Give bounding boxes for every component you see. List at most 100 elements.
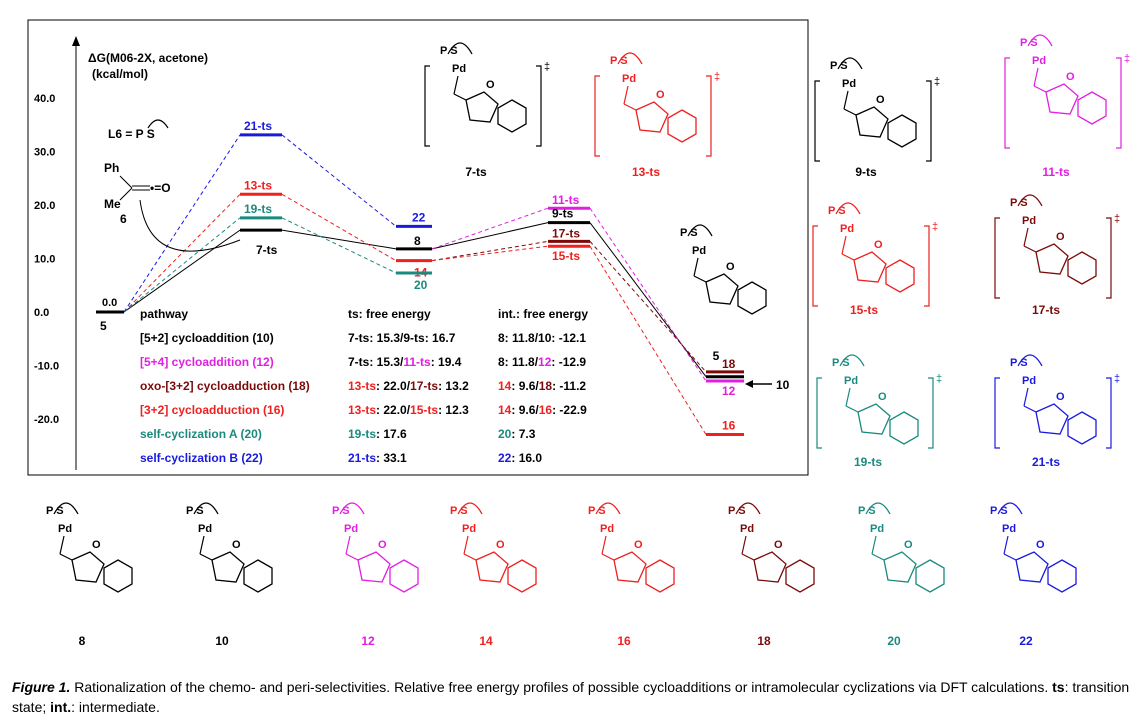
table-pathway-cell: [5+2] cycloaddition (10) (140, 331, 274, 345)
svg-text:13-ts: 13-ts (632, 165, 660, 179)
table-pathway-cell: oxo-[3+2] cycloadduction (18) (140, 379, 310, 393)
table-pathway-cell: [3+2] cycloadduction (16) (140, 403, 284, 417)
pathway-connector (281, 229, 397, 250)
structure-6-label: 6 (120, 212, 127, 226)
table-int-cell: 8: 11.8/12: -12.9 (498, 355, 586, 369)
svg-text:Pd: Pd (844, 375, 858, 387)
svg-text:Pd: Pd (842, 78, 856, 90)
y-tick-label: -10.0 (34, 361, 59, 373)
svg-text:‡: ‡ (1114, 213, 1120, 225)
svg-text:18: 18 (757, 634, 771, 648)
svg-text:‡: ‡ (934, 76, 940, 88)
level-label-9-ts: 9-ts (552, 207, 574, 221)
level-label-20: 20 (414, 278, 428, 292)
svg-text:P S: P S (728, 505, 746, 517)
svg-text:Pd: Pd (1022, 215, 1036, 227)
caption-figure-label: Figure 1. (12, 679, 71, 695)
table-int-cell: 14: 9.6/18: -11.2 (498, 379, 586, 393)
level-label-18: 18 (722, 357, 736, 371)
svg-text:P S: P S (450, 505, 468, 517)
structure-6: Ph Me •=O 6 (104, 161, 241, 252)
table-ts-cell: 7-ts: 15.3/11-ts: 19.4 (348, 355, 462, 369)
table-int-cell: 20: 7.3 (498, 427, 536, 441)
svg-text:9-ts: 9-ts (855, 165, 877, 179)
svg-text:Pd: Pd (452, 63, 466, 75)
svg-text:12: 12 (361, 634, 375, 648)
svg-text:P S: P S (1010, 357, 1028, 369)
svg-text:Pd: Pd (344, 523, 358, 535)
svg-text:O: O (232, 539, 241, 551)
pathway-connector (123, 134, 241, 313)
table-pathway-cell: self-cyclization B (22) (140, 451, 263, 465)
level-label-8: 8 (414, 234, 421, 248)
arrow-to-10: 10 (745, 378, 790, 392)
pathway-connector (123, 193, 241, 313)
svg-text:P S: P S (680, 227, 698, 239)
svg-text:P S: P S (858, 505, 876, 517)
svg-text:Pd: Pd (198, 523, 212, 535)
caption-int-abbr: int. (50, 699, 72, 715)
pathway-connector (589, 245, 707, 435)
svg-text:P S: P S (828, 205, 846, 217)
svg-text:P S: P S (1010, 197, 1028, 209)
table-header: ts: free energy (348, 307, 431, 321)
svg-text:O: O (726, 261, 735, 273)
svg-text:8: 8 (79, 634, 86, 648)
svg-text:O: O (904, 539, 913, 551)
svg-text:O: O (874, 239, 883, 251)
svg-text:Pd: Pd (462, 523, 476, 535)
svg-text:O: O (876, 94, 885, 106)
table-pathway-cell: self-cyclization A (20) (140, 427, 262, 441)
svg-text:P S: P S (588, 505, 606, 517)
y-tick-label: 30.0 (34, 147, 55, 159)
svg-text:L6 = P S: L6 = P S (108, 127, 155, 141)
svg-text:O: O (774, 539, 783, 551)
svg-text:O: O (1056, 231, 1065, 243)
y-tick-label: 0.0 (34, 307, 49, 319)
svg-text:Pd: Pd (870, 523, 884, 535)
y-tick-label: 20.0 (34, 200, 55, 212)
level-value-5-start: 0.0 (102, 297, 117, 309)
svg-text:Pd: Pd (1022, 375, 1036, 387)
table-ts-cell: 21-ts: 33.1 (348, 451, 407, 465)
svg-text:Pd: Pd (740, 523, 754, 535)
svg-text:19-ts: 19-ts (854, 455, 882, 469)
caption-text-3: : intermediate. (71, 699, 160, 715)
pathway-connector (431, 240, 549, 262)
svg-text:14: 14 (479, 634, 493, 648)
svg-text:‡: ‡ (932, 221, 938, 233)
level-label-5-start: 5 (100, 319, 107, 333)
y-axis-label: ΔG(M06-2X, acetone) (88, 51, 208, 65)
level-label-19-ts: 19-ts (244, 202, 272, 216)
svg-text:P S: P S (610, 55, 628, 67)
svg-text:‡: ‡ (714, 71, 720, 83)
svg-text:Pd: Pd (622, 73, 636, 85)
y-axis-arrow (72, 36, 80, 46)
svg-text:O: O (486, 79, 495, 91)
caption-text-1: Rationalization of the chemo- and peri-s… (70, 679, 1053, 695)
svg-text:P S: P S (440, 45, 458, 57)
y-tick-label: 40.0 (34, 93, 55, 105)
svg-text:P S: P S (990, 505, 1008, 517)
pathway-connector (431, 245, 549, 262)
caption-ts-abbr: ts (1052, 679, 1065, 695)
table-pathway-cell: [5+4] cycloaddition (12) (140, 355, 274, 369)
pathway-connector (589, 241, 707, 373)
level-label-17-ts: 17-ts (552, 226, 580, 240)
y-axis-unit: (kcal/mol) (92, 67, 148, 81)
caption-text-2: : transition state; (12, 679, 1130, 715)
table-header: int.: free energy (498, 307, 588, 321)
pathway-connector (281, 217, 397, 274)
figure-caption: Figure 1. Rationalization of the chemo- … (12, 677, 1136, 717)
